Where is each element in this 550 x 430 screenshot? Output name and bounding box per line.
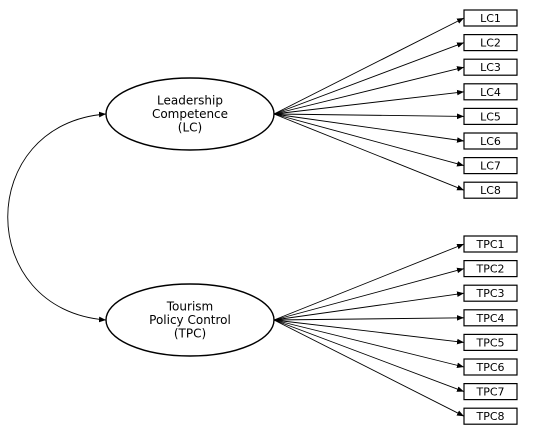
indicator-label-tpc1: TPC1 [475,238,504,251]
indicator-box-tpc4 [463,309,518,327]
indicator-label-lc3: LC3 [480,61,501,74]
indicator-box-lc2 [463,33,518,52]
loading-arrow-lc8 [273,113,465,191]
loading-arrow-lc7 [273,113,465,167]
indicator-box-tpc6 [463,358,518,376]
latent-factor-tpc-label-line: (TPC) [174,327,206,341]
indicator-label-lc1: LC1 [480,12,501,25]
indicator-box-lc3 [463,58,518,76]
indicator-box-lc7 [463,157,518,175]
covariance-layer [7,111,107,323]
factor-loadings-layer [273,17,465,417]
latent-factor-lc-ellipse [105,77,275,151]
loading-arrow-tpc1 [273,243,465,321]
indicator-label-lc6: LC6 [480,135,501,148]
loading-arrow-lc6 [273,113,465,143]
latent-factor-tpc-ellipse [105,283,275,357]
loading-arrow-lc2 [273,42,465,115]
indicator-box-lc5 [463,107,518,126]
latent-factor-tpc-label-line: Tourism [166,300,213,314]
loading-arrow-lc4 [273,89,465,115]
indicator-label-lc2: LC2 [480,37,501,50]
indicator-label-lc8: LC8 [480,184,501,197]
indicators-layer: LC1LC2LC3LC4LC5LC6LC7LC8TPC1TPC2TPC3TPC4… [463,9,518,425]
indicator-box-lc4 [463,83,518,101]
loading-arrow-tpc8 [273,319,465,417]
indicator-label-tpc6: TPC6 [475,361,504,374]
loading-arrow-tpc3 [273,291,465,321]
indicator-box-tpc8 [463,407,518,425]
indicator-box-lc6 [463,132,518,150]
indicator-label-lc5: LC5 [480,110,501,123]
loading-arrow-tpc2 [273,267,465,321]
loading-arrow-tpc7 [273,319,465,393]
indicator-box-tpc3 [463,284,518,302]
indicator-label-tpc4: TPC4 [475,312,504,325]
loading-arrow-tpc4 [273,315,465,321]
loading-arrow-tpc6 [273,319,465,369]
loading-arrow-lc3 [273,66,465,115]
latent-factor-lc-label-line: Competence [152,107,228,121]
loading-arrow-tpc5 [273,319,465,345]
indicator-box-tpc5 [463,333,518,351]
loading-arrow-lc1 [273,17,465,115]
loading-arrow-lc5 [273,113,465,120]
latent-factor-tpc-label-line: Policy Control [149,313,231,327]
indicator-box-lc1 [463,9,518,27]
covariance-arrow-lc-tpc [7,111,107,323]
indicator-label-lc7: LC7 [480,160,501,173]
indicator-label-tpc2: TPC2 [475,263,504,276]
indicator-label-tpc8: TPC8 [475,410,504,423]
indicator-box-tpc7 [463,383,518,401]
latent-factor-lc-label-line: Leadership [157,94,223,108]
indicator-box-lc8 [463,181,518,199]
indicator-label-tpc3: TPC3 [475,287,504,300]
indicator-label-tpc7: TPC7 [475,386,504,399]
indicator-box-tpc1 [463,235,518,253]
indicator-box-tpc2 [463,260,518,278]
indicator-label-lc4: LC4 [480,86,501,99]
indicator-label-tpc5: TPC5 [475,336,504,349]
latent-factor-lc-label-line: (LC) [178,121,202,135]
